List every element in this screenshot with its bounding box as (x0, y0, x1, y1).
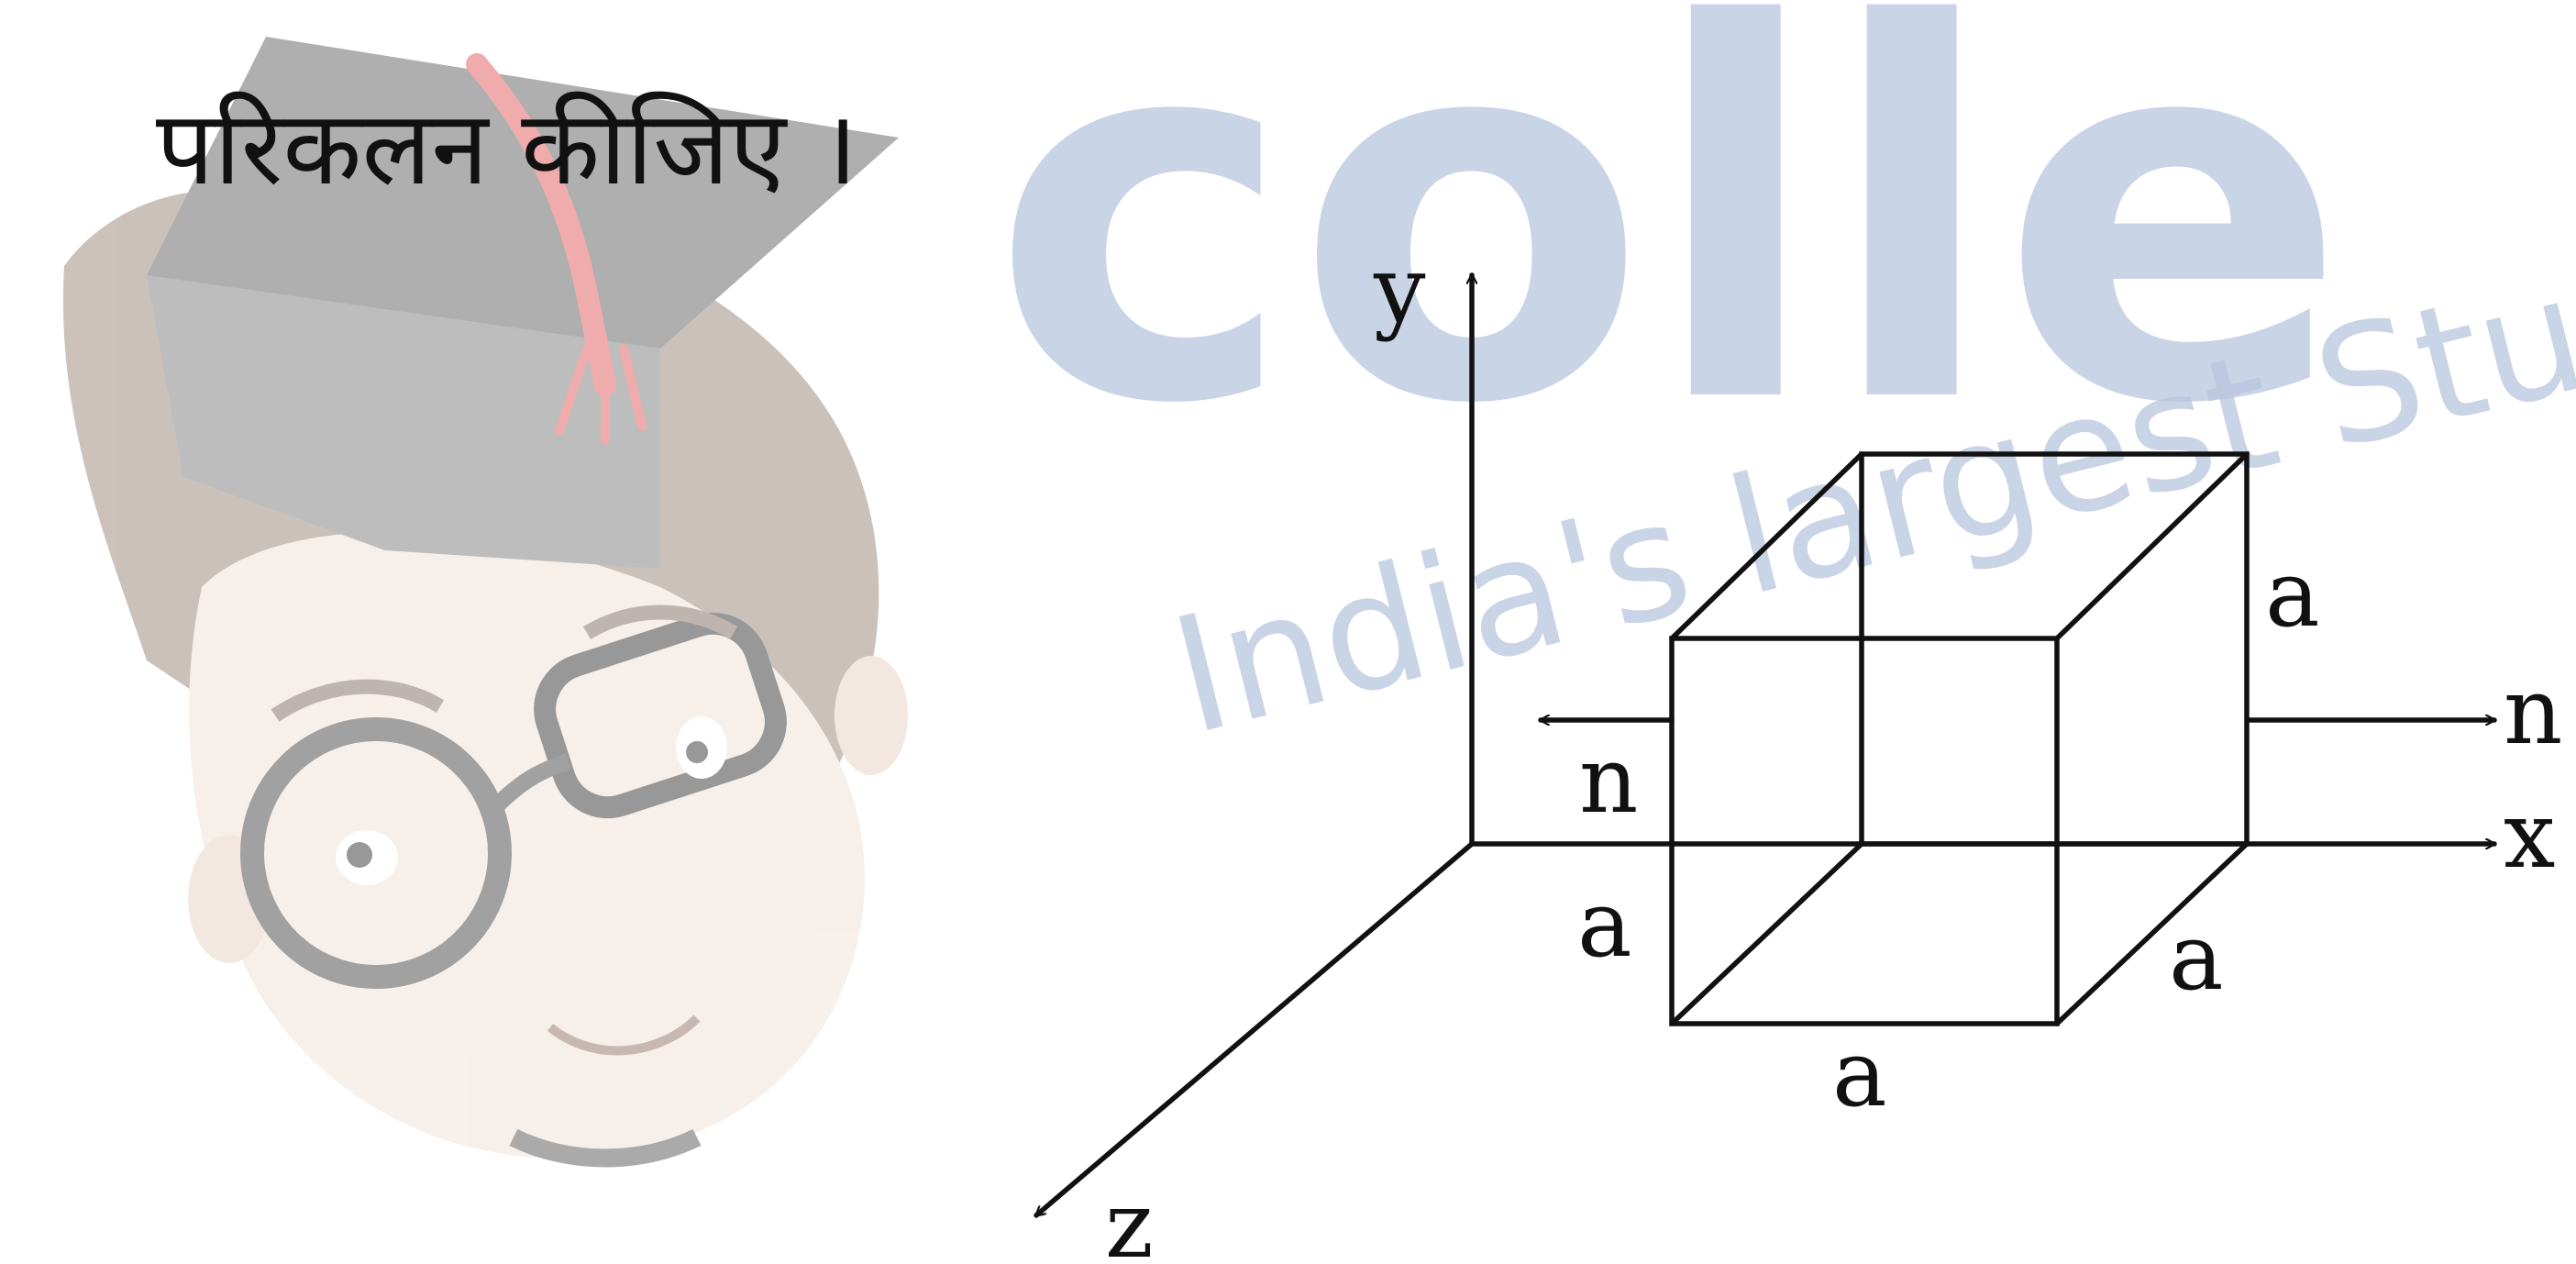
edge-label-left-vertical: a (1577, 870, 1632, 978)
question-text: परिकलन कीजिए । (156, 89, 858, 208)
cube-edge-top-right (2054, 451, 2250, 641)
cube-edge-top-left (1669, 451, 1864, 641)
cube-edge-bottom-right (2054, 841, 2250, 1026)
edge-label-bottom-depth: a (2169, 904, 2224, 1011)
y-axis-label: y (1373, 236, 1426, 343)
z-axis-label: z (1105, 1171, 1154, 1264)
cube-front-face (1669, 636, 2060, 1026)
normal-label-right: n (2504, 658, 2562, 765)
edge-label-bottom-front: a (1832, 1020, 1887, 1127)
graduate-mascot-icon (62, 37, 908, 1168)
watermark-brand: colle (990, 0, 2348, 516)
normal-label-left: n (1579, 726, 1638, 834)
x-axis-label: x (2504, 782, 2555, 889)
cube-edge-bottom-left (1669, 841, 1864, 1026)
edge-label-right-vertical: a (2265, 540, 2320, 648)
z-axis (1034, 841, 1475, 1218)
cube-back-face (1859, 451, 2250, 847)
